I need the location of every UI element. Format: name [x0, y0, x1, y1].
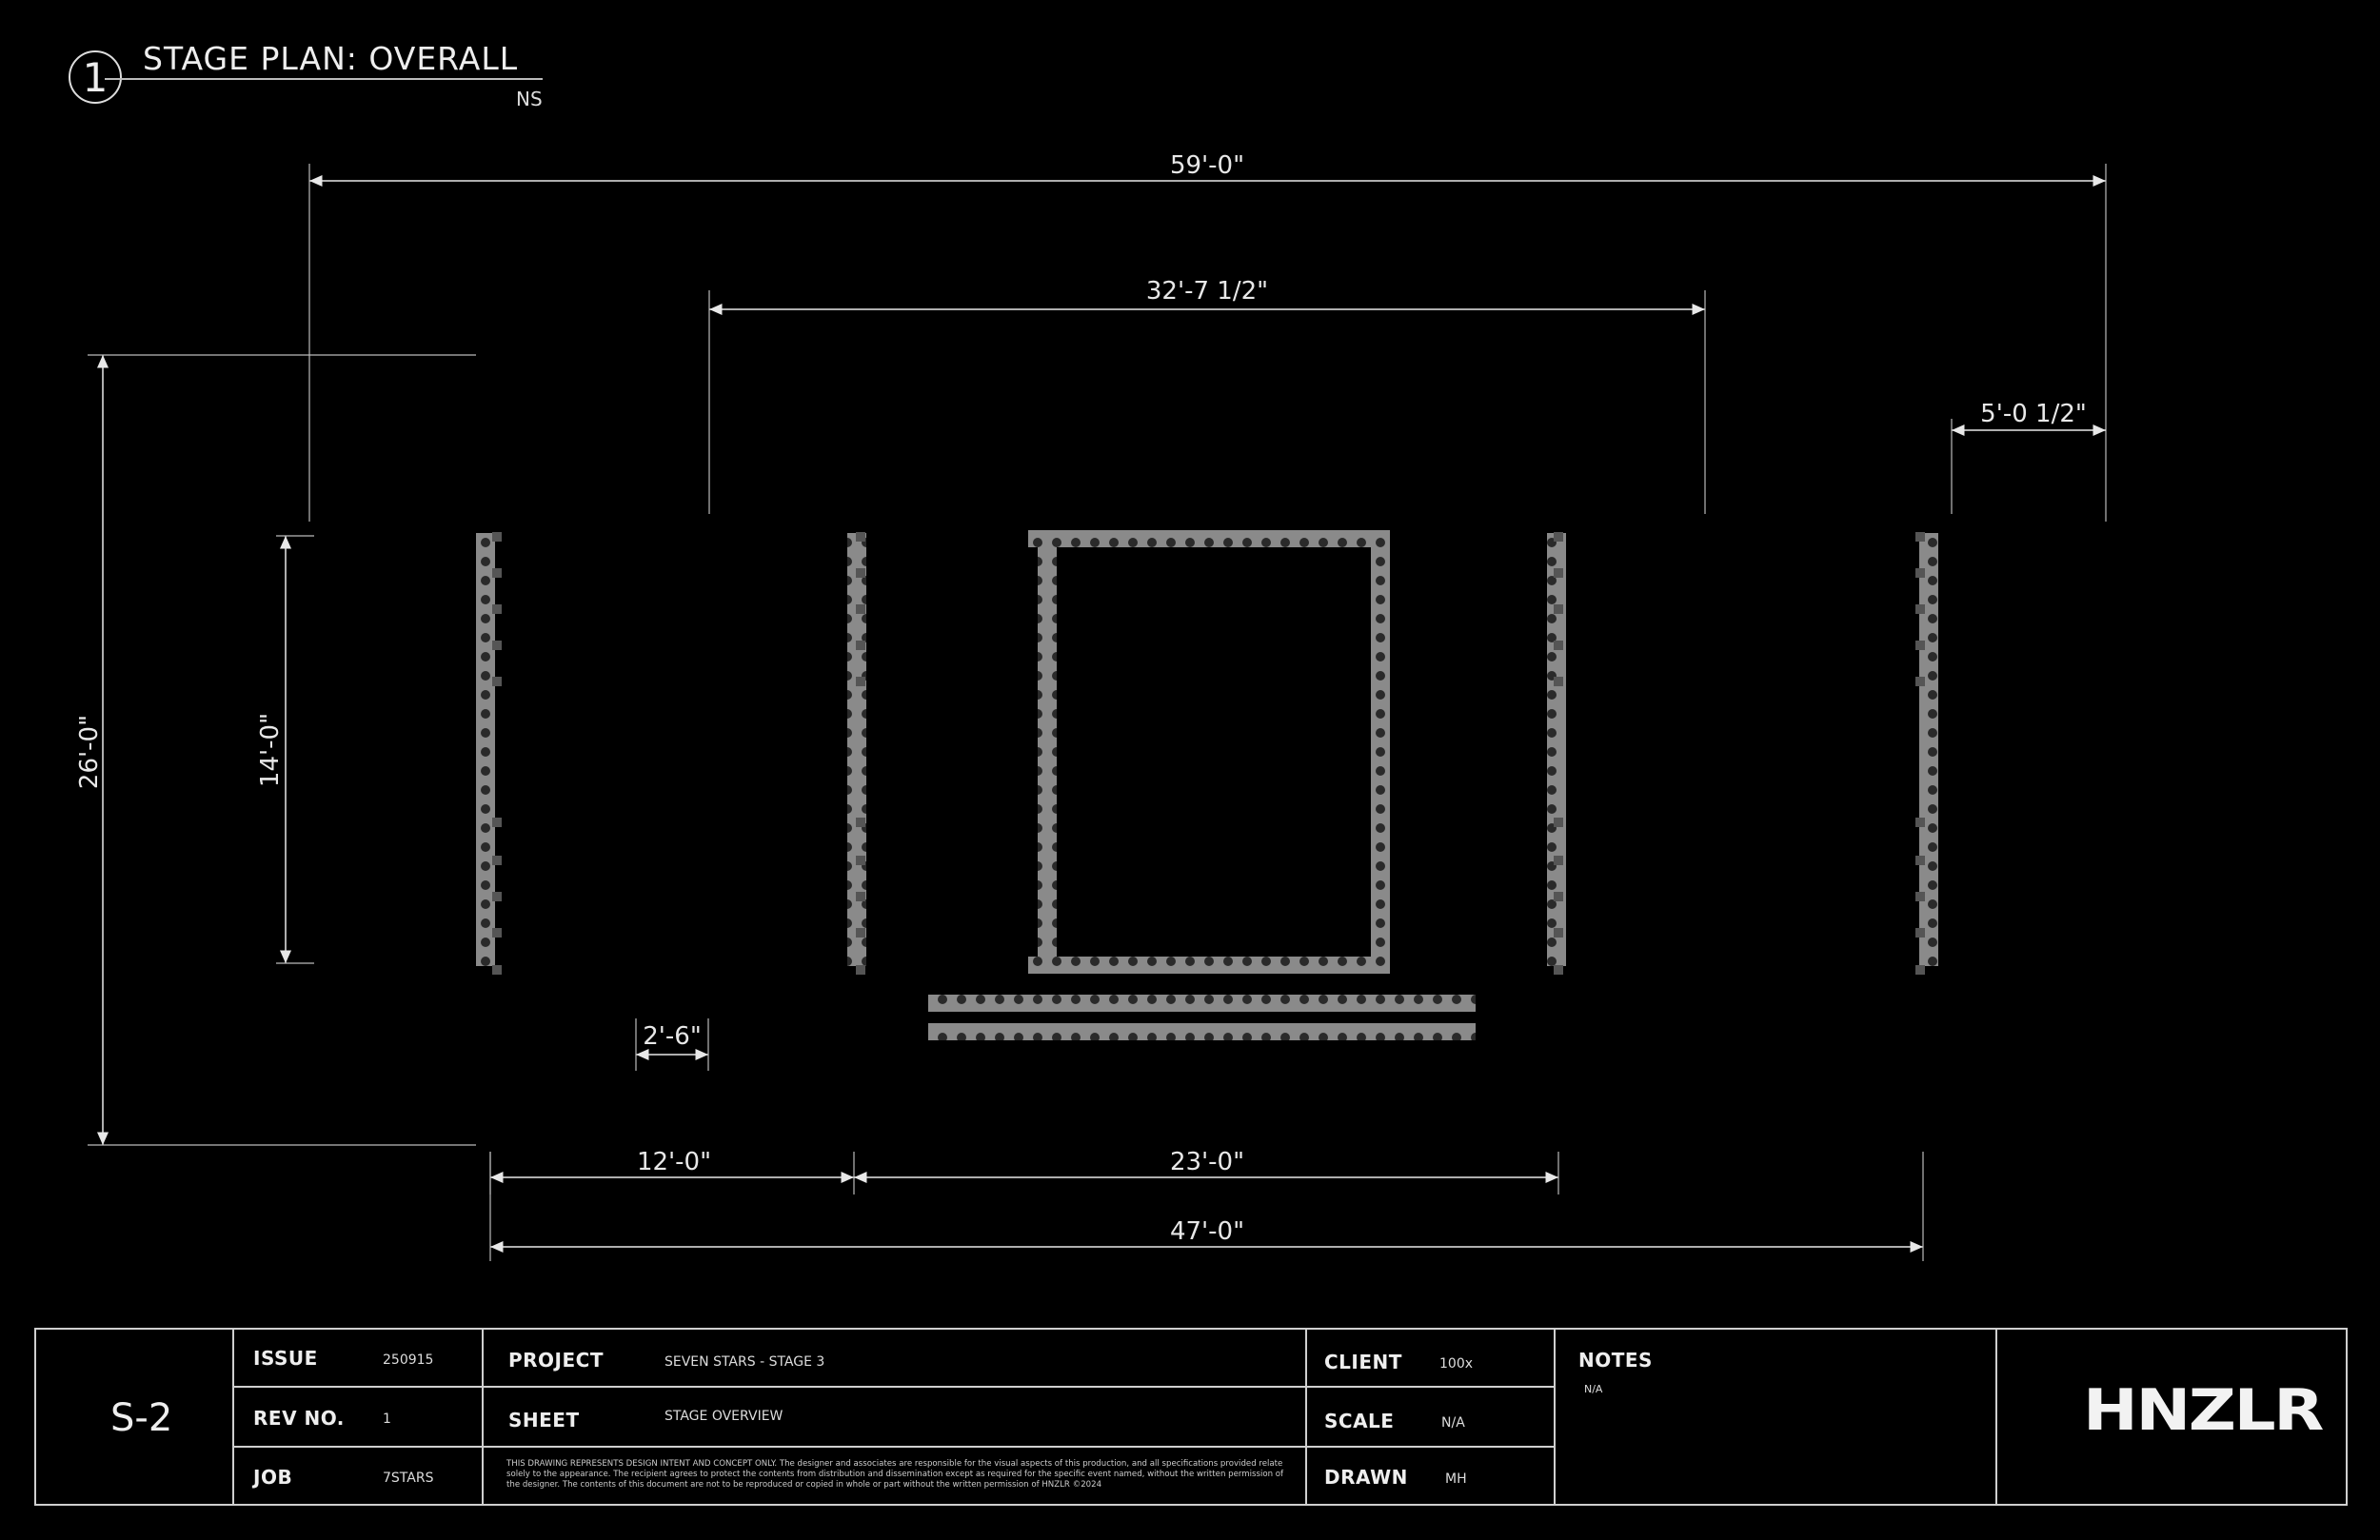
dim-overall-width: 59'-0" — [1170, 151, 1244, 180]
connector-plate — [1554, 641, 1563, 650]
rev-value: 1 — [383, 1412, 391, 1427]
connector-plate — [1915, 568, 1925, 578]
hnzlr-logo: HNZLR — [2083, 1377, 2324, 1444]
scale-label: SCALE — [1324, 1410, 1395, 1432]
connector-plate — [492, 892, 502, 901]
notes-label: NOTES — [1578, 1349, 1653, 1372]
title-block: S-2 ISSUE 250915 REV NO. 1 JOB 7STARS PR… — [34, 1328, 2348, 1506]
truss-horizontal — [1028, 957, 1390, 974]
connector-plate — [1554, 568, 1563, 578]
drawing-title: STAGE PLAN: OVERALL — [143, 40, 519, 77]
notes-value: N/A — [1584, 1383, 1603, 1395]
connector-plate — [1554, 604, 1563, 614]
drawing-header: 1 STAGE PLAN: OVERALL NS — [0, 0, 666, 133]
connector-plate — [492, 928, 502, 938]
connector-plate — [856, 568, 865, 578]
issue-label: ISSUE — [253, 1347, 318, 1370]
dim-post-to-post: 47'-0" — [1170, 1217, 1244, 1246]
sheet-value: STAGE OVERVIEW — [664, 1409, 783, 1424]
connector-plate — [492, 641, 502, 650]
connector-plate — [856, 965, 865, 975]
sheet-number: S-2 — [110, 1396, 173, 1440]
connector-plate — [856, 677, 865, 686]
connector-plate — [856, 856, 865, 865]
connector-plate — [492, 818, 502, 827]
connector-plate — [492, 568, 502, 578]
rev-label: REV NO. — [253, 1407, 345, 1430]
connector-plate — [1915, 892, 1925, 901]
truss-layer — [476, 530, 1938, 1040]
connector-plate — [856, 892, 865, 901]
connector-plate — [492, 856, 502, 865]
job-label: JOB — [253, 1466, 293, 1489]
connector-plate — [492, 965, 502, 975]
truss-vertical — [1371, 533, 1390, 961]
connector-plate — [1915, 677, 1925, 686]
drawn-label: DRAWN — [1324, 1466, 1408, 1489]
connector-plate — [1915, 965, 1925, 975]
dim-left-module: 12'-0" — [637, 1148, 711, 1176]
dim-center-span: 32'-7 1/2" — [1146, 277, 1268, 306]
issue-value: 250915 — [383, 1352, 434, 1368]
truss-vertical — [476, 533, 495, 966]
dim-deck-depth: 14'-0" — [256, 713, 285, 787]
connector-plate — [1554, 677, 1563, 686]
job-value: 7STARS — [383, 1471, 434, 1486]
dim-center-module: 23'-0" — [1170, 1148, 1244, 1176]
connector-plate — [1554, 928, 1563, 938]
client-label: CLIENT — [1324, 1351, 1402, 1373]
connector-plate — [492, 677, 502, 686]
connector-plate — [1554, 892, 1563, 901]
dimension-lines — [88, 164, 2107, 1261]
truss-horizontal — [928, 995, 1476, 1012]
connector-plate — [1554, 532, 1563, 542]
drawing-number-circle: 1 — [69, 50, 122, 104]
connector-plate — [492, 604, 502, 614]
connector-plate — [1915, 928, 1925, 938]
truss-horizontal — [928, 1023, 1476, 1040]
drawn-value: MH — [1445, 1471, 1467, 1487]
stage-plan-drawing: 59'-0" 32'-7 1/2" 5'-0 1/2" 26'-0" 14'-0… — [75, 151, 2107, 1261]
connector-plate — [1915, 604, 1925, 614]
disclaimer-text: THIS DRAWING REPRESENTS DESIGN INTENT AN… — [506, 1459, 1284, 1490]
connector-plate — [1554, 856, 1563, 865]
connector-plate — [856, 604, 865, 614]
dim-right-overhang: 5'-0 1/2" — [1980, 400, 2087, 428]
dimension-labels: 59'-0" 32'-7 1/2" 5'-0 1/2" 26'-0" 14'-0… — [75, 151, 2087, 1246]
project-value: SEVEN STARS - STAGE 3 — [664, 1354, 825, 1370]
connector-plate — [856, 818, 865, 827]
dim-slat-spacing: 2'-6" — [643, 1022, 702, 1051]
drawing-scale: NS — [516, 88, 543, 110]
project-label: PROJECT — [508, 1349, 604, 1372]
connector-plate — [1554, 965, 1563, 975]
connector-plate — [1915, 856, 1925, 865]
connector-plate — [1915, 818, 1925, 827]
connector-plate — [1554, 818, 1563, 827]
title-underline — [105, 78, 543, 80]
truss-vertical — [1038, 533, 1057, 961]
connector-plate — [856, 928, 865, 938]
sheet-label: SHEET — [508, 1409, 580, 1431]
truss-horizontal — [1028, 530, 1390, 547]
connector-plate — [1915, 641, 1925, 650]
dim-overall-depth: 26'-0" — [75, 715, 104, 789]
connector-plate — [856, 641, 865, 650]
scale-value: N/A — [1441, 1415, 1465, 1431]
connector-plate — [1915, 532, 1925, 542]
connector-plate — [492, 532, 502, 542]
client-value: 100x — [1439, 1356, 1474, 1372]
connector-plate — [856, 532, 865, 542]
